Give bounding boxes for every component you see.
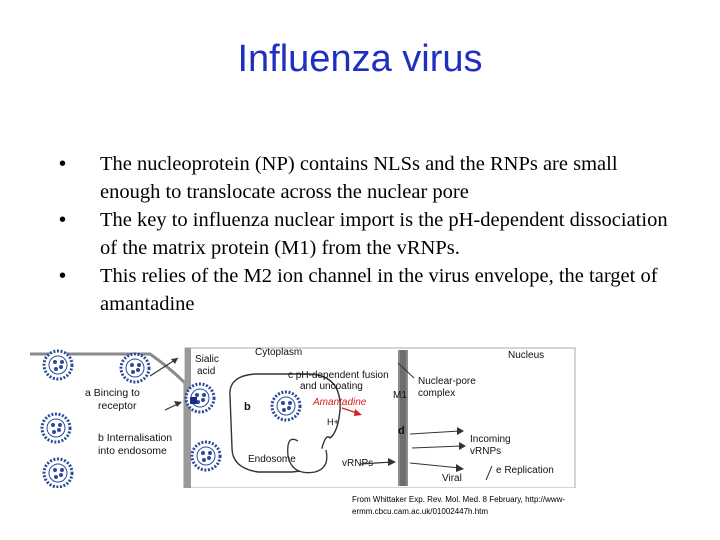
- virion-icon: [40, 412, 72, 444]
- label-viral: Viral: [442, 473, 462, 484]
- virion-icon: [119, 352, 151, 384]
- label-sialic: Sialic: [195, 354, 219, 365]
- virion-icon: [270, 390, 302, 422]
- virion-icon: [42, 349, 74, 381]
- label-step-b: b: [244, 401, 251, 413]
- virion-icon: [190, 440, 222, 472]
- label-endosome: Endosome: [248, 454, 296, 465]
- receptor-icon: [190, 397, 197, 404]
- label-incoming-2: vRNPs: [470, 446, 501, 457]
- bullet-marker: •: [59, 153, 67, 175]
- credit-line: From Whittaker Exp. Rev. Mol. Med. 8 Feb…: [352, 495, 566, 504]
- bullet-item: • This relies of the M2 ion channel in t…: [55, 262, 675, 318]
- bullet-item: • The nucleoprotein (NP) contains NLSs a…: [55, 150, 675, 206]
- slide-title: Influenza virus: [237, 38, 483, 80]
- label-internalisation-2: into endosome: [98, 445, 167, 457]
- virion-icon: [42, 457, 74, 488]
- label-nuclear-pore: Nuclear-pore: [418, 376, 476, 387]
- label-cytoplasm: Cytoplasm: [255, 347, 302, 358]
- bullet-item: • The key to influenza nuclear import is…: [55, 206, 675, 262]
- label-binding-2: receptor: [98, 400, 137, 412]
- bullet-list: • The nucleoprotein (NP) contains NLSs a…: [55, 150, 675, 318]
- label-nucleus: Nucleus: [508, 350, 544, 361]
- bullet-marker: •: [59, 209, 67, 231]
- label-vrnps: vRNPs: [342, 458, 373, 469]
- label-nuclear-pore-2: complex: [418, 388, 455, 399]
- label-ph-2: and uncoating: [300, 381, 363, 392]
- label-binding: a Bincing to: [85, 387, 140, 399]
- label-incoming: Incoming: [470, 434, 511, 445]
- influenza-entry-figure: a Bincing to receptor b Internalisation …: [30, 347, 576, 488]
- label-amantadine: Amantadine: [312, 397, 367, 408]
- label-internalisation: b Internalisation: [98, 432, 172, 444]
- label-sialic-2: acid: [197, 366, 215, 377]
- bullet-marker: •: [59, 265, 67, 287]
- label-replication: e Replication: [496, 465, 554, 476]
- label-m1: M1: [393, 390, 407, 401]
- label-step-d: d: [398, 425, 405, 437]
- label-ph: c pH-dependent fusion: [288, 370, 389, 381]
- credit-line: ermm.cbcu.cam.ac.uk/01002447h.htm: [352, 507, 489, 516]
- bullet-text: The key to influenza nuclear import is t…: [100, 209, 668, 259]
- bullet-text: The nucleoprotein (NP) contains NLSs and…: [100, 153, 618, 203]
- label-hplus: H+: [327, 417, 339, 427]
- cell-membrane: [185, 348, 191, 488]
- figure-credit: From Whittaker Exp. Rev. Mol. Med. 8 Feb…: [352, 494, 632, 518]
- bullet-text: This relies of the M2 ion channel in the…: [100, 265, 658, 315]
